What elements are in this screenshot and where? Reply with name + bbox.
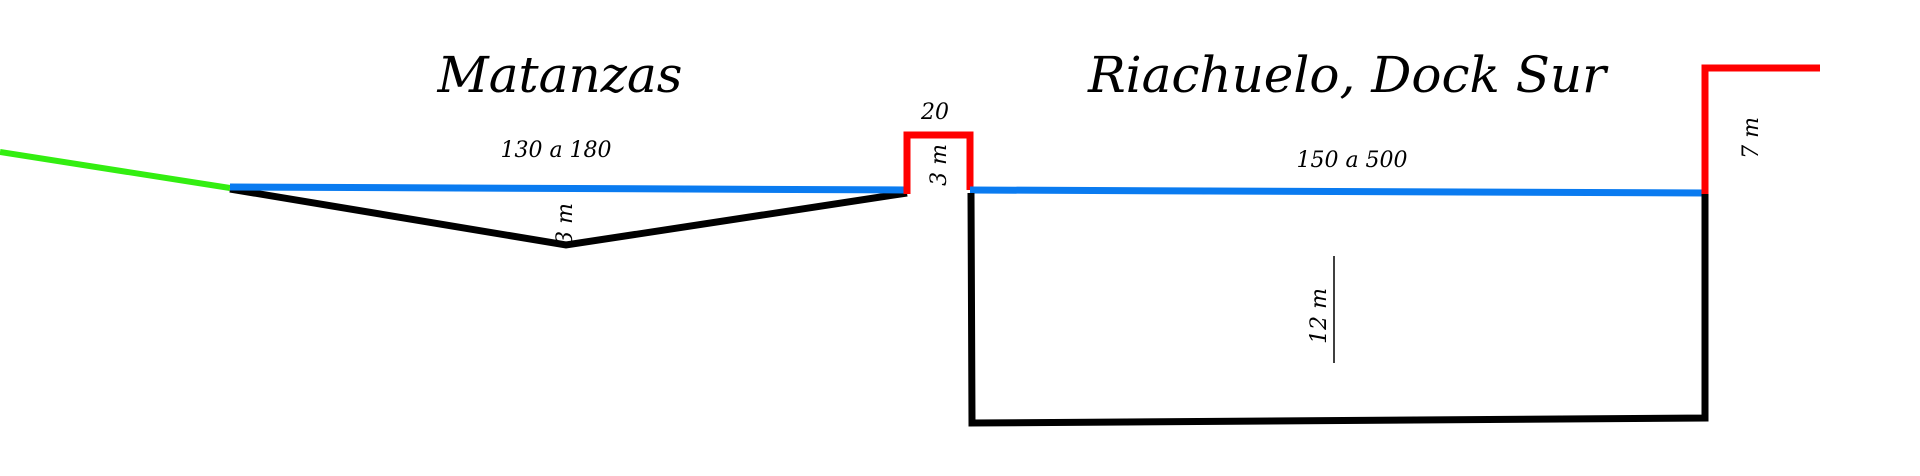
- label-matanzas-width: 130 a 180: [500, 138, 611, 163]
- matanzas-bed-line: [229, 185, 908, 249]
- riachuelo-bed-line: [967, 192, 1709, 427]
- riachuelo-water-surface: [969, 186, 1708, 197]
- label-bank-height: 3 m: [927, 144, 952, 186]
- land-slope-line: [0, 149, 231, 191]
- levee-bank-line: [903, 131, 974, 194]
- title-riachuelo: Riachuelo, Dock Sur: [1087, 46, 1609, 104]
- title-matanzas: Matanzas: [437, 46, 683, 104]
- matanzas-water-surface: [229, 183, 908, 194]
- label-riachuelo-depth: 12 m: [1307, 288, 1332, 344]
- riachuelo-bank-line: [1701, 64, 1820, 194]
- label-bank-width: 20: [920, 100, 949, 125]
- label-matanzas-depth: 3 m: [553, 203, 578, 245]
- label-riachuelo-bank-height: 7 m: [1739, 117, 1764, 159]
- label-riachuelo-width: 150 a 500: [1296, 148, 1407, 173]
